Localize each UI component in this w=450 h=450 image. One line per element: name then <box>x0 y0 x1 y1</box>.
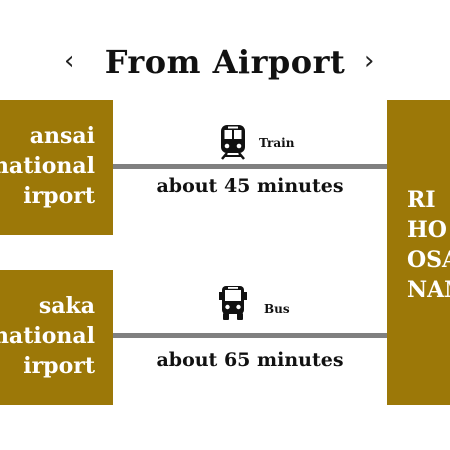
destination-box-line: OSA <box>407 247 450 273</box>
train-duration: about 45 minutes <box>156 175 344 197</box>
origin-box-line: national <box>0 323 95 349</box>
origin-box-kansai: ansai national irport <box>0 100 113 235</box>
bus-icon <box>219 286 247 320</box>
destination-box-line: RI <box>407 187 436 213</box>
destination-box-line: NAM <box>407 277 450 303</box>
train-route-line <box>113 164 387 169</box>
origin-box-line: ansai <box>29 123 95 149</box>
origin-box-line: saka <box>38 293 95 319</box>
origin-box-line: national <box>0 153 95 179</box>
previous-arrow[interactable]: ‹ <box>64 46 75 76</box>
page-title: From Airport <box>104 43 346 81</box>
train-icon <box>221 125 245 160</box>
next-arrow[interactable]: › <box>364 46 375 76</box>
origin-box-line: irport <box>23 183 95 209</box>
destination-box-line: HO <box>407 217 447 243</box>
train-mode-label: Train <box>259 136 295 150</box>
bus-mode-label: Bus <box>264 302 290 316</box>
origin-box-osaka: saka national irport <box>0 270 113 405</box>
bus-duration: about 65 minutes <box>156 349 344 371</box>
bus-route-line <box>113 333 387 338</box>
destination-box-hotel: RI HO OSA NAM <box>387 100 450 405</box>
origin-box-line: irport <box>23 353 95 379</box>
